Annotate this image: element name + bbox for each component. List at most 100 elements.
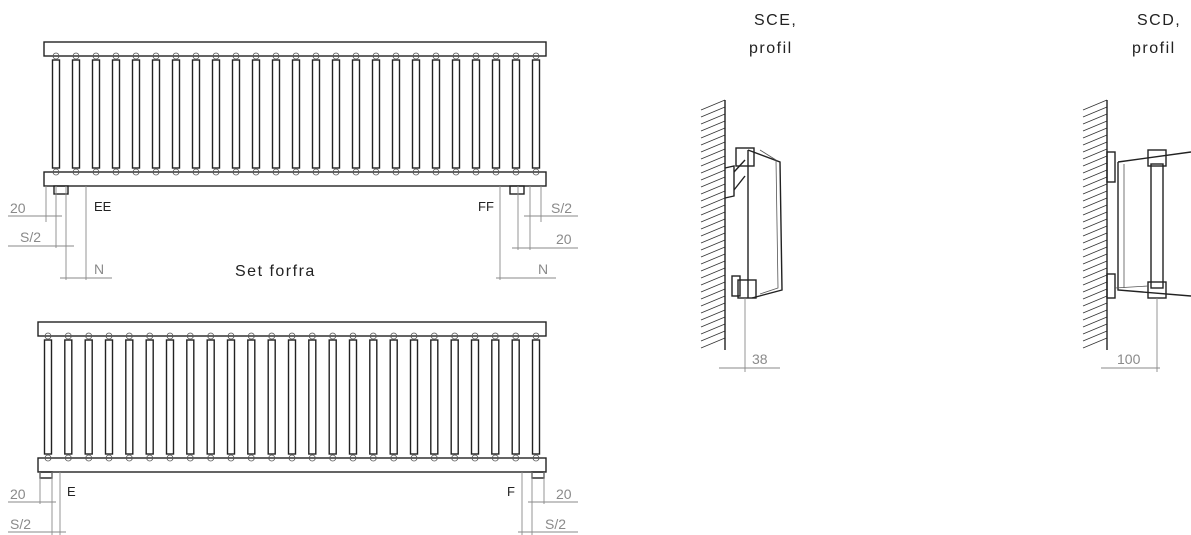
tube-cap: [471, 332, 479, 340]
sce-wall-distance: 38: [752, 351, 768, 367]
hatch-line: [1082, 274, 1108, 286]
tube-cap: [207, 332, 215, 340]
hatch-line: [1082, 127, 1108, 139]
radiator-tube: [271, 59, 281, 169]
tube-cap: [492, 52, 500, 60]
bottom-right-dim-20: 20: [556, 486, 572, 502]
radiator-tube: [251, 59, 261, 169]
tube-cap: [166, 332, 174, 340]
tube-cap: [272, 168, 280, 176]
radiator-tube: [111, 59, 121, 169]
bottom-right-dim-s2: S/2: [545, 516, 566, 532]
radiator-tube: [247, 339, 256, 455]
bottom-radiator-bottom-rail: [37, 457, 547, 473]
radiator-tube: [430, 339, 439, 455]
bottom-left-dimensions: 20 S/2 E: [8, 472, 76, 535]
tube-cap: [532, 168, 540, 176]
scd-top-header: [1147, 149, 1167, 167]
bottom-right-valve-label: F: [507, 484, 515, 499]
radiator-tube: [206, 339, 215, 455]
bottom-left-valve: [39, 471, 53, 479]
radiator-tube: [64, 339, 73, 455]
tube-cap: [472, 52, 480, 60]
tube-cap: [152, 168, 160, 176]
hatch-line: [1082, 225, 1108, 237]
radiator-tube: [125, 339, 134, 455]
hatch-line: [700, 302, 726, 314]
hatch-line: [1082, 183, 1108, 195]
tube-cap: [192, 52, 200, 60]
hatch-line: [700, 211, 726, 223]
tube-cap: [471, 454, 479, 462]
hatch-line: [700, 323, 726, 335]
tube-cap: [166, 454, 174, 462]
hatch-line: [700, 309, 726, 321]
hatch-line: [1082, 302, 1108, 314]
sce-profile: SCE, profil 38: [700, 12, 796, 372]
hatch-line: [1082, 330, 1108, 342]
tube-cap: [186, 454, 194, 462]
radiator-tube: [431, 59, 441, 169]
radiator-tube: [71, 59, 81, 169]
radiator-tube: [471, 59, 481, 169]
tube-cap: [252, 168, 260, 176]
radiator-tube: [389, 339, 398, 455]
hatch-line: [1082, 260, 1108, 272]
radiator-tube: [104, 339, 114, 455]
hatch-line: [700, 162, 726, 174]
tube-cap: [192, 168, 200, 176]
tube-cap: [349, 332, 357, 340]
hatch-line: [1082, 155, 1108, 167]
hatch-line: [1082, 253, 1108, 265]
tube-cap: [369, 332, 377, 340]
radiator-tube: [311, 59, 321, 169]
tube-cap: [268, 454, 276, 462]
bottom-radiator-tubes: [43, 332, 541, 462]
top-left-dim-n: N: [94, 261, 104, 277]
hatch-line: [1082, 211, 1108, 223]
tube-cap: [92, 168, 100, 176]
hatch-line: [700, 169, 726, 181]
tube-cap: [329, 332, 337, 340]
tube-cap: [212, 52, 220, 60]
hatch-line: [1082, 197, 1108, 209]
tube-cap: [212, 168, 220, 176]
sce-bracket: [724, 165, 735, 199]
tube-cap: [329, 454, 337, 462]
tube-cap: [186, 332, 194, 340]
tube-cap: [72, 168, 80, 176]
tube-cap: [390, 332, 398, 340]
hatch-line: [700, 316, 726, 328]
top-radiator-bottom-rail: [43, 171, 547, 187]
radiator-tube: [91, 59, 101, 169]
radiator-tube: [491, 339, 500, 455]
tube-cap: [64, 454, 72, 462]
bottom-radiator-top-rail: [37, 321, 547, 337]
top-right-dim-20: 20: [556, 231, 572, 247]
hatch-line: [700, 183, 726, 195]
top-right-dim-n: N: [538, 261, 548, 277]
tube-cap: [512, 52, 520, 60]
tube-cap: [312, 168, 320, 176]
top-radiator-tubes: [51, 52, 541, 176]
hatch-line: [1082, 190, 1108, 202]
top-radiator-front-view: [43, 41, 547, 195]
radiator-tube: [511, 59, 521, 169]
scd-radiator-body: [1117, 151, 1191, 297]
hatch-line: [1082, 113, 1108, 125]
radiator-tube: [308, 339, 317, 455]
tube-cap: [451, 454, 459, 462]
tube-cap: [227, 332, 235, 340]
tube-cap: [410, 332, 418, 340]
hatch-line: [1082, 169, 1108, 181]
radiator-tube: [328, 339, 337, 455]
hatch-line: [700, 267, 726, 279]
radiator-tube: [371, 59, 381, 169]
tube-cap: [85, 332, 93, 340]
tube-cap: [52, 168, 60, 176]
radiator-tube: [470, 339, 480, 455]
radiator-tube: [186, 339, 195, 455]
hatch-line: [700, 330, 726, 342]
hatch-line: [700, 113, 726, 125]
tube-cap: [412, 168, 420, 176]
